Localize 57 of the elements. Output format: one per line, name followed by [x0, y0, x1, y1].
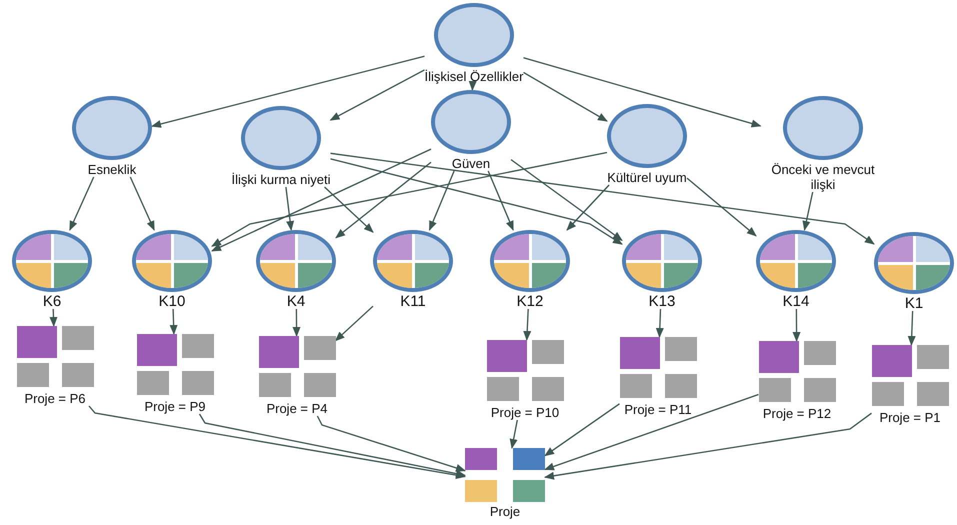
node-label: Proje: [490, 504, 520, 519]
arrow: [908, 310, 916, 346]
arrow: [88, 406, 466, 480]
arrow: [316, 416, 466, 472]
arrow: [510, 420, 518, 449]
arrow: [330, 158, 623, 245]
node-label: Proje = P1: [879, 410, 941, 425]
node-label: İlişki kurma niyeti: [232, 172, 330, 187]
node-label: K1: [904, 296, 924, 311]
node-label: İlişkisel Özellikler: [424, 69, 524, 84]
node-label: Proje = P4: [266, 401, 328, 416]
arrow: [211, 152, 608, 247]
arrow: [170, 308, 178, 335]
arrow: [330, 69, 425, 121]
node-label: K10: [158, 294, 186, 309]
arrow: [523, 57, 762, 128]
arrow: [428, 170, 455, 231]
node-label: Proje = P9: [144, 399, 206, 414]
node-label: Proje = P12: [762, 406, 832, 421]
node-label: Güven: [452, 156, 490, 171]
node-label: K12: [516, 294, 544, 309]
arrow: [285, 186, 294, 231]
arrow: [335, 162, 432, 238]
node-label: Kültürel uyum: [607, 170, 687, 185]
node-label: K4: [286, 294, 306, 309]
node-label: K11: [400, 294, 426, 309]
arrow: [523, 308, 532, 341]
arrow: [69, 176, 94, 231]
arrow: [802, 192, 814, 231]
node-label: K6: [42, 294, 62, 309]
arrow: [544, 394, 759, 470]
arrow: [334, 306, 374, 342]
arrow: [330, 152, 875, 245]
arrow: [324, 186, 374, 233]
arrow: [544, 412, 872, 480]
node-label: Proje = P6: [24, 391, 86, 406]
arrow: [211, 148, 432, 252]
arrow: [130, 176, 155, 231]
arrow: [566, 184, 610, 231]
arrow: [656, 308, 664, 338]
node-label: Proje = P10: [490, 405, 560, 420]
arrow: [510, 159, 623, 241]
arrow: [686, 178, 757, 237]
node-label: Esneklik: [88, 162, 136, 177]
arrow: [198, 414, 466, 478]
arrow: [488, 170, 514, 231]
node-label: K14: [782, 294, 810, 309]
arrow: [151, 56, 425, 128]
node-label: K13: [648, 294, 676, 309]
arrow: [523, 72, 608, 122]
arrow: [468, 80, 477, 91]
arrow: [292, 309, 301, 337]
arrow: [792, 309, 801, 342]
node-label: Proje = P11: [624, 402, 692, 417]
arrow: [544, 403, 620, 456]
node-label: Önceki ve mevcut ilişki: [770, 162, 876, 192]
arrow: [49, 308, 58, 327]
